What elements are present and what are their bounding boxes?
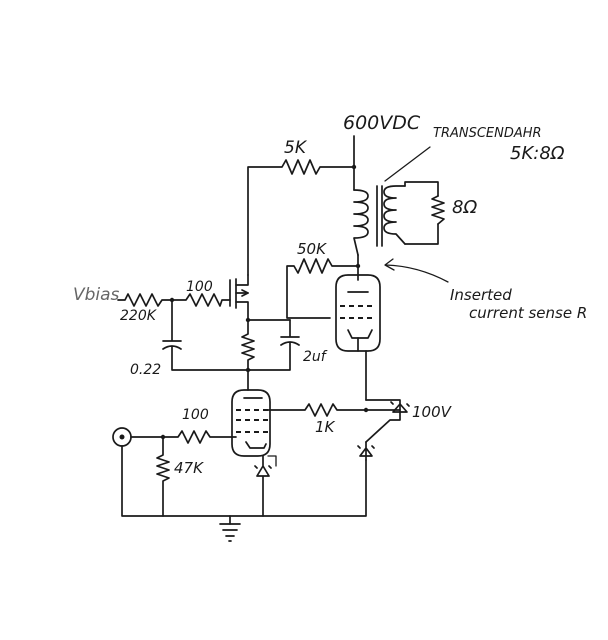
r-220k-label: 220K — [120, 308, 156, 324]
screen-junction — [363, 407, 369, 413]
note-line-1: Inserted — [450, 286, 512, 304]
r-5k-label: 5K — [284, 138, 306, 158]
input-jack-center — [119, 434, 125, 440]
c-cathode-wire — [249, 319, 300, 371]
r-8ohm — [431, 195, 445, 225]
driver-tube — [231, 389, 271, 457]
transformer-primary — [353, 189, 369, 256]
note-arrow — [385, 264, 449, 283]
ground-symbol — [219, 523, 241, 542]
r-1k-wire — [267, 403, 401, 417]
r-50k-label: 50K — [297, 240, 326, 258]
plate-junction — [355, 263, 361, 269]
transformer-ratio-label: 5K:8Ω — [510, 143, 565, 164]
transformer-name-label: TRANSCENDAHR — [433, 126, 542, 141]
r-5k-wire — [247, 159, 355, 276]
c-cathode-label: 2uf — [303, 349, 326, 365]
r-grid-label: 100 — [182, 407, 209, 423]
mosfet-drain — [235, 274, 249, 286]
r-1k-label: 1K — [315, 418, 335, 436]
zener-voltage-label: 100V — [412, 403, 451, 421]
driver-tube-cathode — [245, 441, 267, 449]
supply-voltage-label: 600VDC — [343, 112, 421, 134]
cathode-zener — [254, 455, 272, 517]
r-source — [241, 319, 255, 391]
r-47k — [156, 436, 170, 517]
cathode-zener-mark — [267, 455, 277, 467]
mosfet-source — [235, 301, 249, 321]
zener-lower — [357, 441, 375, 461]
r-gate-label: 100 — [186, 279, 213, 295]
transformer-pointer — [384, 146, 431, 182]
ground-bus — [121, 445, 367, 517]
secondary-loop — [404, 181, 439, 245]
power-tube-cathode — [347, 329, 373, 339]
transformer-core — [376, 185, 383, 247]
power-tube — [335, 274, 381, 352]
zener-100v — [390, 401, 410, 413]
r-50k-wire — [286, 258, 359, 319]
r-47k-label: 47K — [174, 459, 203, 477]
mosfet-arrow — [241, 289, 249, 297]
note-line-2: current sense R — [469, 304, 588, 322]
secondary-load-label: 8Ω — [452, 197, 478, 218]
input-wire — [130, 430, 237, 444]
c-bias-label: 0.22 — [130, 362, 162, 378]
cap-junction — [245, 367, 251, 373]
vbias-label: Vbias — [73, 285, 120, 305]
transformer-secondary — [383, 185, 406, 245]
zener-100v-wire — [365, 399, 401, 443]
power-tube-cathode-wire — [357, 337, 367, 401]
c-bias-wire — [162, 299, 251, 371]
note-arrowhead — [384, 258, 395, 271]
